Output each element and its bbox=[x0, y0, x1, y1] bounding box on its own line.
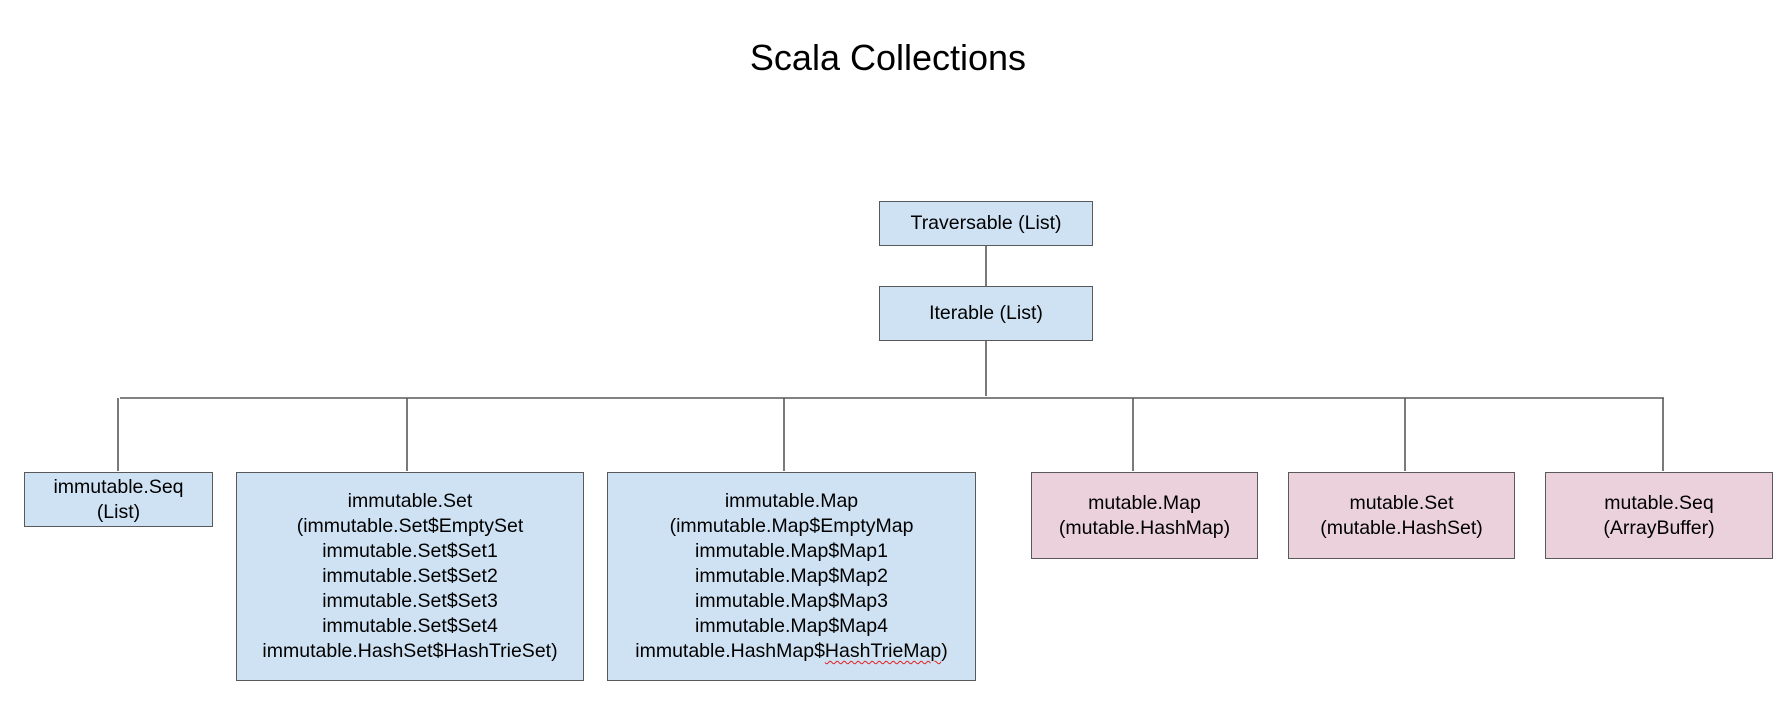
node-immutable-seq-label: immutable.Seq (List) bbox=[53, 475, 184, 523]
node-immutable-map-last-line: immutable.HashMap$HashTrieMap) bbox=[635, 639, 948, 664]
node-immutable-set-label: immutable.Set (immutable.Set$EmptySet im… bbox=[262, 490, 558, 662]
node-immutable-map: immutable.Map (immutable.Map$EmptyMap im… bbox=[607, 472, 976, 681]
node-traversable-label: Traversable (List) bbox=[910, 212, 1062, 234]
node-immutable-set: immutable.Set (immutable.Set$EmptySet im… bbox=[236, 472, 584, 681]
diagram-title: Scala Collections bbox=[749, 37, 1027, 78]
node-mutable-seq-label: mutable.Seq (ArrayBuffer) bbox=[1603, 491, 1715, 539]
node-mutable-set-label: mutable.Set (mutable.HashSet) bbox=[1320, 491, 1483, 539]
node-iterable-label: Iterable (List) bbox=[929, 302, 1043, 324]
node-immutable-seq: immutable.Seq (List) bbox=[24, 472, 213, 527]
spellcheck-underline-hashtriemap: HashTrieMap bbox=[824, 640, 942, 662]
node-traversable: Traversable (List) bbox=[879, 201, 1093, 246]
node-immutable-map-last-prefix: immutable.HashMap$ bbox=[635, 640, 825, 662]
node-mutable-set: mutable.Set (mutable.HashSet) bbox=[1288, 472, 1515, 559]
node-mutable-map-label: mutable.Map (mutable.HashMap) bbox=[1058, 491, 1231, 539]
node-mutable-map: mutable.Map (mutable.HashMap) bbox=[1031, 472, 1258, 559]
node-immutable-map-label: immutable.Map (immutable.Map$EmptyMap im… bbox=[669, 490, 914, 637]
node-immutable-map-last-suffix: ) bbox=[941, 640, 948, 662]
node-iterable: Iterable (List) bbox=[879, 286, 1093, 341]
node-mutable-seq: mutable.Seq (ArrayBuffer) bbox=[1545, 472, 1773, 559]
